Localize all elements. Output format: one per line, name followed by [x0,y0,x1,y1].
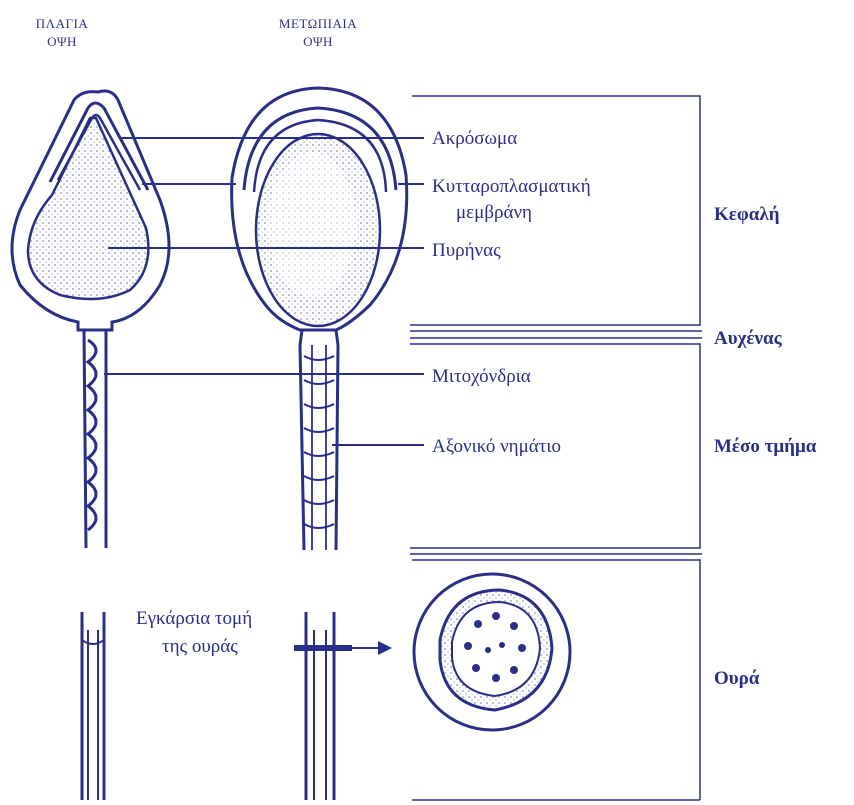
label-nucleus: Πυρήνας [432,240,501,261]
tail-cross-section [414,574,570,730]
label-axoneme: Αξονικό νημάτιο [432,436,561,457]
label-acrosome: Ακρόσωμα [432,128,517,149]
side-view-title-line2: ΟΨΗ [47,34,77,49]
front-view-title-line2: ΟΨΗ [303,34,333,49]
region-head-label: Κεφαλή [714,204,779,225]
side-mitochondria-helix [88,340,96,530]
region-midpiece-label: Μέσο τμήμα [714,436,817,457]
front-mitochondria-helix [304,356,334,528]
region-tail-label: Ουρά [714,668,760,689]
region-neck-label: Αυχένας [714,328,783,349]
label-membrane-line1: Κυτταροπλασματική [432,176,591,197]
side-view-title-line1: ΠΛΑΓΙΑ [36,16,89,31]
label-cross-section-line1: Εγκάρσια τομή [136,608,252,629]
cross-section-arrow [294,641,392,655]
side-view-sperm [12,91,169,800]
label-mitochondria: Μιτοχόνδρια [432,366,531,387]
front-view-title-line1: ΜΕΤΩΠΙΑΙΑ [279,16,357,31]
label-cross-section-line2: της ουράς [162,636,238,657]
label-membrane-line2: μεμβράνη [456,202,532,223]
